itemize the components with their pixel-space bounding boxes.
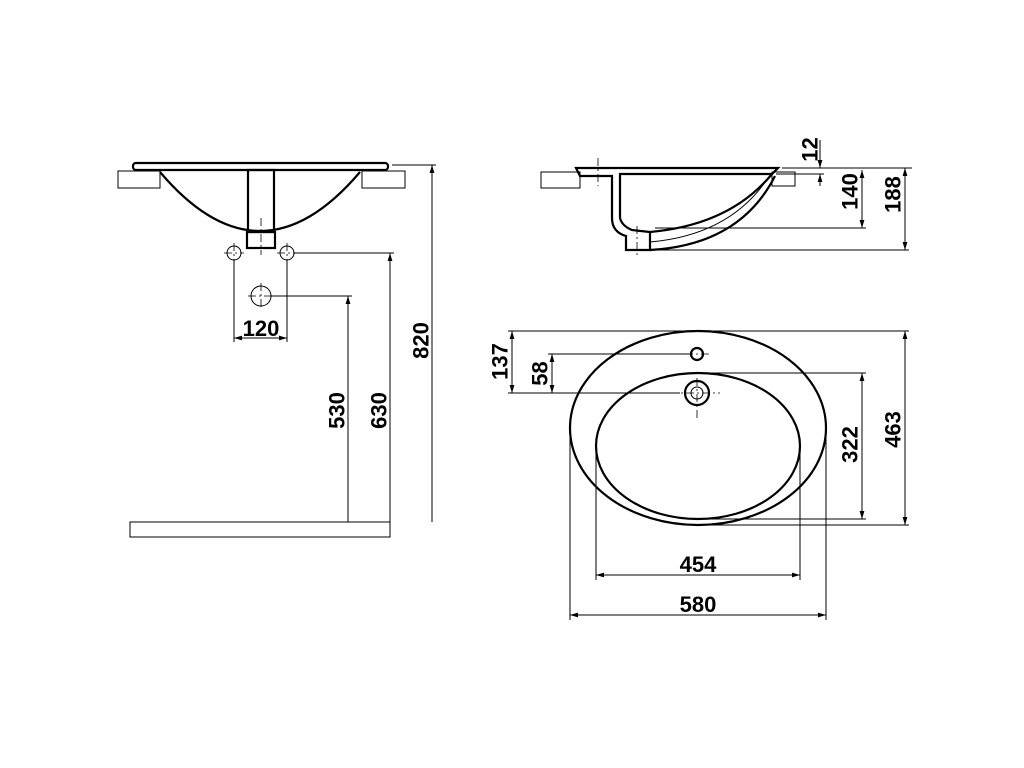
dim-630: 630 (367, 392, 392, 429)
countertop-right (361, 170, 406, 189)
basin-bowl (159, 171, 361, 232)
drain-hole (248, 283, 274, 309)
dim-137: 137 (488, 343, 513, 380)
dim-580: 580 (680, 592, 717, 617)
dim-820: 820 (409, 322, 434, 359)
dim-140: 140 (838, 173, 863, 210)
countertop-left (540, 171, 581, 189)
dim-12: 12 (798, 137, 823, 161)
plan-view: 137 58 322 463 454 580 (488, 329, 909, 620)
section-view: 12 140 188 (540, 137, 912, 258)
dim-120: 120 (243, 316, 280, 341)
tap-hole (670, 378, 720, 420)
dim-58: 58 (528, 361, 553, 385)
dim-530: 530 (325, 392, 350, 429)
countertop-right (771, 171, 796, 187)
basin-section-wall (574, 166, 781, 252)
dim-322: 322 (838, 426, 863, 463)
dim-454: 454 (680, 552, 717, 577)
floor (129, 521, 391, 538)
dim-463: 463 (881, 411, 906, 448)
dim-188: 188 (881, 176, 906, 213)
drain-outlet (245, 230, 277, 250)
front-elevation: 120 530 630 820 (117, 161, 436, 538)
countertop-left (117, 170, 161, 189)
inner-bowl (594, 371, 802, 521)
